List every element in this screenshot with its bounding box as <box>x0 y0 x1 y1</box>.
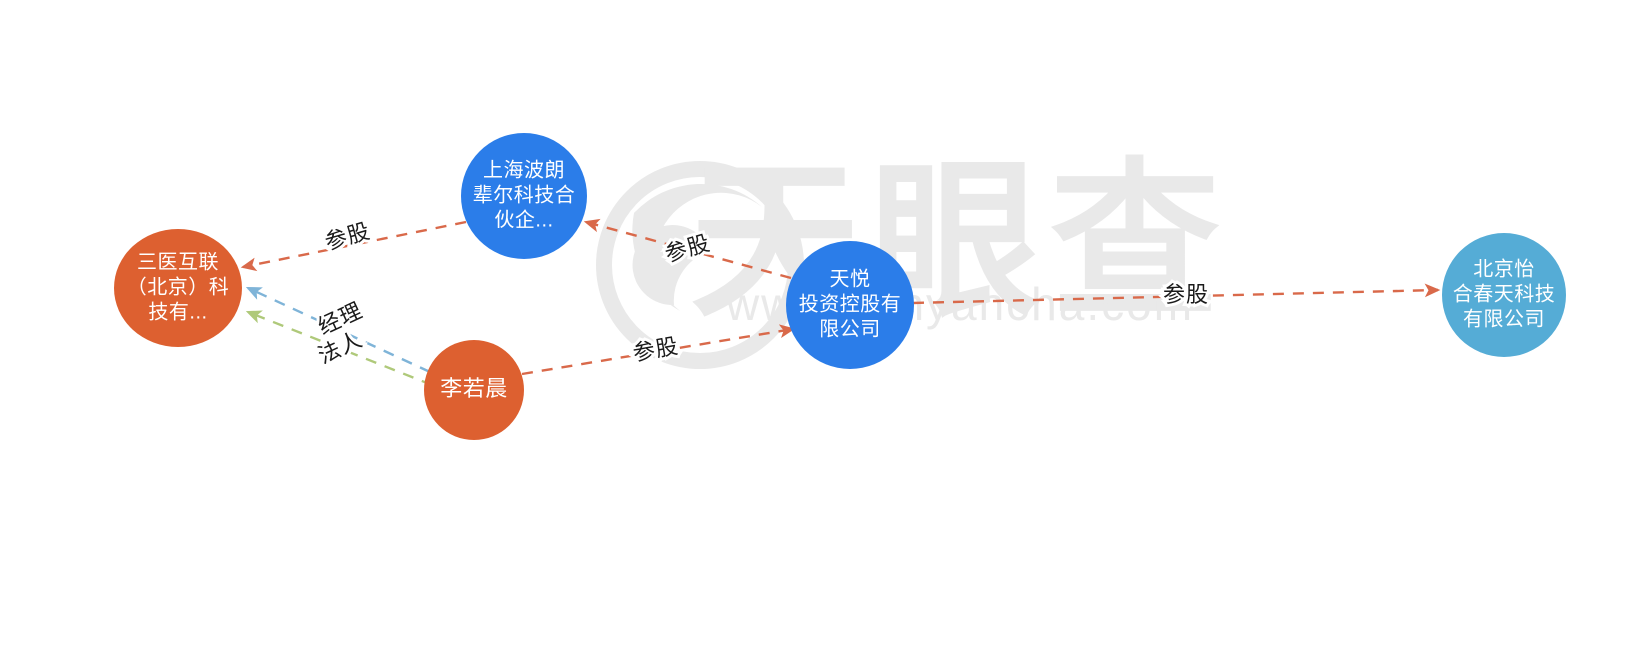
graph-edge[interactable] <box>521 324 796 376</box>
node-label-line: 三医互联 <box>137 250 219 273</box>
node-label-line: 有限公司 <box>1463 307 1545 330</box>
node-label-line: 李若晨 <box>440 376 508 401</box>
node-circle[interactable] <box>424 340 524 440</box>
edge-label-text: 参股 <box>1163 282 1209 307</box>
node-label-line: 合春天科技 <box>1453 282 1556 305</box>
node-circle[interactable] <box>461 133 587 259</box>
node-label-line: 限公司 <box>819 317 881 340</box>
edge-layer <box>240 218 1441 387</box>
node-label-line: 伙企... <box>494 208 553 231</box>
node-label-line: 技有... <box>148 300 207 323</box>
graph-node-bolangbeier[interactable]: 上海波朗辈尔科技合伙企... <box>461 133 587 259</box>
graph-edge[interactable] <box>245 286 431 374</box>
node-circle[interactable] <box>786 241 914 369</box>
watermark-brand-text: 天眼查 <box>690 147 1230 337</box>
edge-label-text: 参股 <box>322 218 373 255</box>
node-label-line: （北京）科 <box>127 275 230 298</box>
node-label-line: 辈尔科技合 <box>473 183 576 206</box>
svg-text:参股: 参股 <box>1163 282 1209 307</box>
graph-edge[interactable] <box>240 220 467 272</box>
node-label-line: 投资控股有 <box>799 292 902 315</box>
watermark-logo-icon <box>596 161 804 369</box>
graph-node-liruochen[interactable]: 李若晨 <box>424 340 524 440</box>
graph-edge[interactable] <box>245 310 433 387</box>
node-circle[interactable] <box>1442 233 1566 357</box>
node-circle[interactable] <box>114 229 242 347</box>
graph-edge[interactable] <box>583 218 792 280</box>
node-label-line: 北京怡 <box>1473 257 1535 280</box>
node-label-line: 上海波朗 <box>483 158 565 181</box>
node-label-line: 天悦 <box>830 267 871 290</box>
graph-node-sanyi[interactable]: 三医互联（北京）科技有... <box>114 229 242 347</box>
graph-edge[interactable] <box>912 283 1441 305</box>
